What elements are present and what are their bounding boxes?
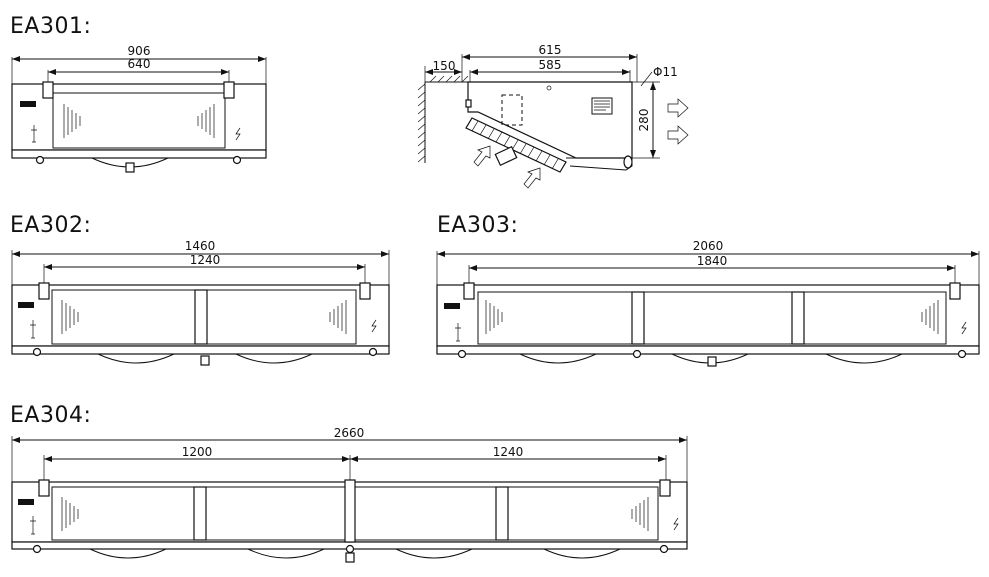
ea301-width-dim: 906 [128,44,151,58]
ea301-mount-dim: 640 [128,57,151,71]
side-height-dim: 280 [637,109,651,132]
antenna-icon [31,125,37,143]
ea303-mount-dim: 1840 [697,254,728,268]
ea303-front-view: 2060 1840 [436,239,980,367]
ea302-width-dim: 1460 [185,239,216,253]
side-depth-dim: 615 [539,43,562,57]
ea304-front-view: 2660 1200 1240 [11,426,688,563]
drain-pipe [125,162,135,173]
ea302-mount-dim: 1240 [190,253,221,267]
ea303-width-dim: 2060 [693,239,724,253]
airflow-out-arrow-icon [667,125,689,145]
lightning-icon [235,127,241,141]
ea303-title: EA303: [437,213,519,238]
ea301-title: EA301: [10,14,92,39]
side-inner-dim: 585 [539,58,562,72]
ea304-left-dim: 1200 [182,445,213,459]
brand-logo [20,101,36,107]
ea302-front-view: 1460 1240 [11,239,390,366]
ea301-front-view: 906 640 [11,44,267,173]
pipe-diameter-label: Φ11 [653,65,678,79]
side-wall-dim: 150 [433,59,456,73]
airflow-in-arrow-icon [473,145,491,167]
ea304-right-dim: 1240 [493,445,524,459]
ea304-width-dim: 2660 [334,426,365,440]
airflow-in-arrow-icon [523,167,541,189]
ea302-title: EA302: [10,213,92,238]
side-view: 150 615 585 Φ11 280 [417,43,689,189]
ea304-title: EA304: [10,403,92,428]
airflow-out-arrow-icon [667,98,689,118]
